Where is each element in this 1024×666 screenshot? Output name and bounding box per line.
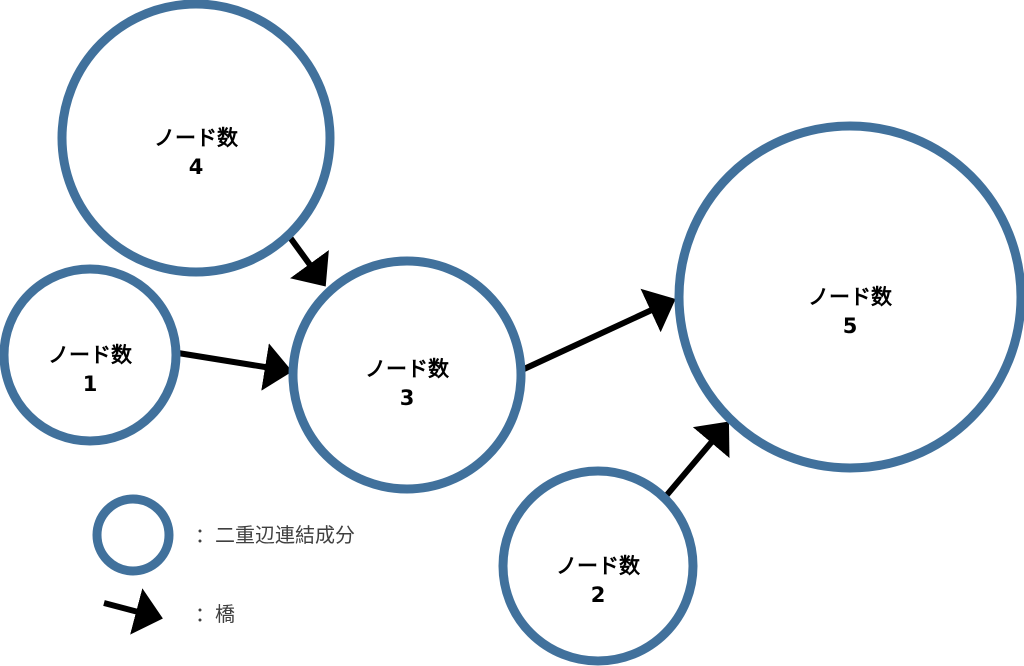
node-count: 2 <box>591 583 606 607</box>
bridge-edge-4-to-3 <box>286 234 329 287</box>
node-label: ノード数 <box>808 285 893 309</box>
legend-bridge-label: ：橋 <box>195 602 235 626</box>
node-label: ノード数 <box>556 554 641 578</box>
bridge-edge-1-to-3 <box>177 343 293 391</box>
component-circle <box>498 466 698 666</box>
component-node-2: ノード数 2 <box>498 466 698 666</box>
component-circle <box>0 264 181 446</box>
component-node-3: ノード数 3 <box>288 256 526 494</box>
component-circle <box>674 121 1024 473</box>
edges <box>177 234 730 498</box>
bridge-edge-2-to-5 <box>663 421 730 498</box>
node-label: ノード数 <box>48 343 133 367</box>
component-circle <box>57 0 335 277</box>
node-count: 1 <box>83 372 98 396</box>
legend-component-icon <box>92 494 174 576</box>
legend-component-label: ：二重辺連結成分 <box>195 523 355 547</box>
component-node-1: ノード数 1 <box>0 264 181 446</box>
legend-bridge-arrow-icon <box>103 588 163 635</box>
node-label: ノード数 <box>154 126 239 150</box>
component-node-5: ノード数 5 <box>674 121 1024 473</box>
component-circle <box>288 256 526 494</box>
bridge-edge-3-to-5 <box>522 288 676 372</box>
node-count: 5 <box>843 314 858 338</box>
legend: ：二重辺連結成分 ：橋 <box>92 494 355 635</box>
node-count: 3 <box>400 386 415 410</box>
node-count: 4 <box>189 155 204 179</box>
component-node-4: ノード数 4 <box>57 0 335 277</box>
node-label: ノード数 <box>365 357 450 381</box>
